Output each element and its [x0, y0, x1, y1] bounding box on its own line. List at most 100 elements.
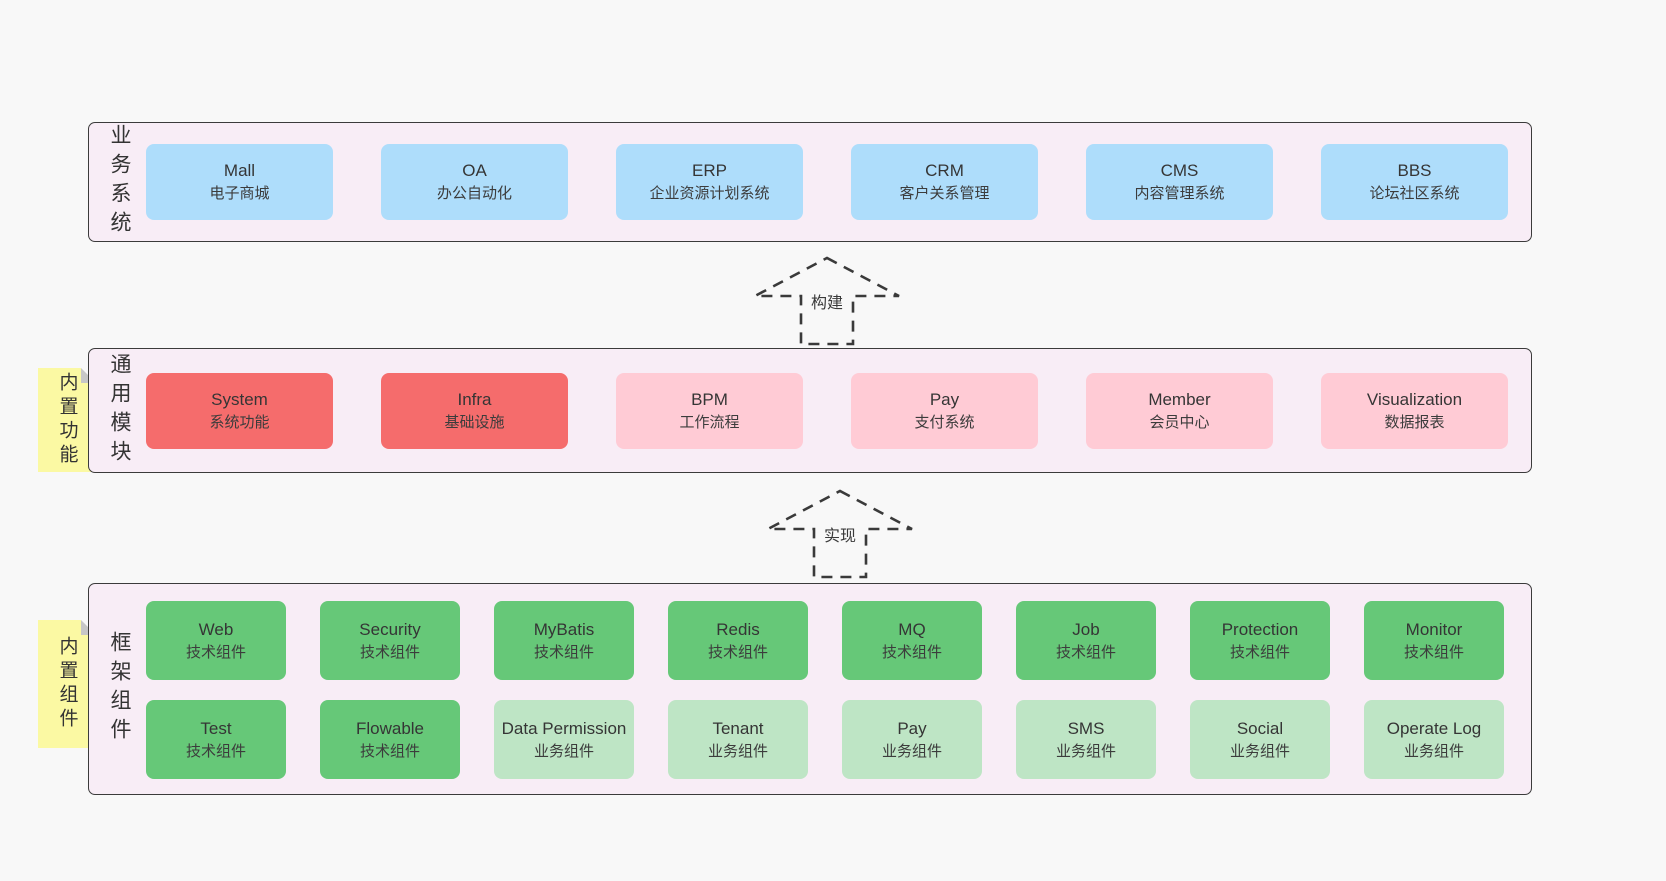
- sticky-note-built-in-features: 内置功能: [38, 368, 96, 472]
- box-title: SMS: [1067, 718, 1105, 738]
- box-title: Job: [1072, 619, 1100, 639]
- box-subtitle: 业务组件: [1403, 742, 1464, 760]
- box-web: Web 技术组件: [146, 601, 286, 680]
- box-subtitle: 技术组件: [881, 643, 942, 661]
- box-title: CMS: [1160, 161, 1199, 180]
- box-flowable: Flowable 技术组件: [320, 700, 460, 779]
- box-subtitle: 技术组件: [185, 643, 246, 661]
- box-title: Tenant: [712, 718, 764, 738]
- box-data-permission: Data Permission 业务组件: [494, 700, 634, 779]
- box-cms: CMS 内容管理系统: [1086, 144, 1273, 220]
- box-title: Infra: [457, 389, 492, 409]
- box-title: Redis: [716, 619, 760, 639]
- box-subtitle: 内容管理系统: [1134, 185, 1225, 202]
- section-title-vertical: 通用模块: [108, 352, 131, 469]
- box-title: Monitor: [1405, 619, 1463, 639]
- box-subtitle: 技术组件: [359, 742, 420, 760]
- box-visualization: Visualization 数据报表: [1321, 372, 1508, 449]
- section-business-systems: 业务系统 Mall 电子商城 OA 办公自动化 ERP 企业资源计划系统 CRM…: [88, 122, 1532, 242]
- box-title: Flowable: [355, 718, 425, 738]
- box-title: MyBatis: [533, 619, 595, 639]
- box-subtitle: 办公自动化: [436, 185, 512, 202]
- up-arrow-icon: [767, 489, 913, 579]
- up-arrow-icon: [754, 256, 900, 346]
- box-title: Protection: [1221, 619, 1299, 639]
- box-title: CRM: [925, 161, 964, 180]
- section-common-modules: 通用模块 System 系统功能 Infra 基础设施 BPM 工作流程 Pay…: [88, 348, 1532, 473]
- box-title: ERP: [692, 161, 727, 180]
- box-title: Social: [1236, 718, 1284, 738]
- box-pay-module: Pay 支付系统: [851, 372, 1038, 449]
- box-mybatis: MyBatis 技术组件: [494, 601, 634, 680]
- box-pay-component: Pay 业务组件: [842, 700, 982, 779]
- box-subtitle: 技术组件: [359, 643, 420, 661]
- box-title: Security: [359, 619, 421, 639]
- box-infra: Infra 基础设施: [381, 372, 568, 449]
- sticky-note-label: 内置组件: [56, 636, 78, 732]
- box-title: Member: [1148, 389, 1211, 409]
- box-title: Visualization: [1366, 389, 1463, 409]
- box-member: Member 会员中心: [1086, 372, 1273, 449]
- box-redis: Redis 技术组件: [668, 601, 808, 680]
- box-security: Security 技术组件: [320, 601, 460, 680]
- box-title: Web: [198, 619, 234, 639]
- box-oa: OA 办公自动化: [381, 144, 568, 220]
- modules-box-row: System 系统功能 Infra 基础设施 BPM 工作流程 Pay 支付系统…: [146, 372, 1508, 449]
- box-crm: CRM 客户关系管理: [851, 144, 1038, 220]
- components-row-2: Test 技术组件 Flowable 技术组件 Data Permission …: [146, 700, 1504, 779]
- box-job: Job 技术组件: [1016, 601, 1156, 680]
- business-box-row: Mall 电子商城 OA 办公自动化 ERP 企业资源计划系统 CRM 客户关系…: [146, 144, 1508, 220]
- arrow-label: 实现: [820, 521, 860, 547]
- box-subtitle: 客户关系管理: [899, 185, 990, 202]
- section-title-vertical: 业务系统: [108, 124, 131, 240]
- box-subtitle: 业务组件: [533, 742, 594, 760]
- box-title: MQ: [898, 619, 926, 639]
- box-title: BPM: [691, 389, 728, 409]
- box-subtitle: 技术组件: [533, 643, 594, 661]
- section-title-vertical: 框架组件: [108, 631, 131, 747]
- box-monitor: Monitor 技术组件: [1364, 601, 1504, 680]
- box-subtitle: 技术组件: [707, 643, 768, 661]
- box-subtitle: 业务组件: [1229, 742, 1290, 760]
- box-tenant: Tenant 业务组件: [668, 700, 808, 779]
- box-title: Operate Log: [1386, 718, 1482, 738]
- box-subtitle: 技术组件: [1055, 643, 1116, 661]
- box-title: Data Permission: [501, 718, 627, 738]
- arrow-label: 构建: [807, 288, 847, 314]
- box-subtitle: 系统功能: [209, 413, 270, 431]
- box-test: Test 技术组件: [146, 700, 286, 779]
- sticky-note-label: 内置功能: [56, 372, 78, 468]
- box-subtitle: 支付系统: [914, 413, 975, 431]
- section-framework-components: 框架组件 Web 技术组件 Security 技术组件 MyBatis 技术组件…: [88, 583, 1532, 795]
- box-title: Pay: [929, 389, 960, 409]
- box-subtitle: 会员中心: [1149, 413, 1210, 431]
- box-erp: ERP 企业资源计划系统: [616, 144, 803, 220]
- box-subtitle: 基础设施: [444, 413, 505, 431]
- box-mall: Mall 电子商城: [146, 144, 333, 220]
- box-bpm: BPM 工作流程: [616, 372, 803, 449]
- dashed-up-arrow-build: 构建: [752, 255, 902, 347]
- box-bbs: BBS 论坛社区系统: [1321, 144, 1508, 220]
- box-subtitle: 业务组件: [707, 742, 768, 760]
- box-title: Pay: [897, 718, 927, 738]
- box-protection: Protection 技术组件: [1190, 601, 1330, 680]
- box-subtitle: 企业资源计划系统: [649, 185, 770, 202]
- box-subtitle: 业务组件: [1055, 742, 1116, 760]
- box-subtitle: 数据报表: [1384, 413, 1445, 431]
- box-title: Mall: [223, 161, 256, 180]
- box-subtitle: 电子商城: [209, 185, 270, 202]
- components-row-1: Web 技术组件 Security 技术组件 MyBatis 技术组件 Redi…: [146, 601, 1504, 680]
- box-title: OA: [462, 161, 487, 180]
- box-subtitle: 业务组件: [881, 742, 942, 760]
- box-subtitle: 论坛社区系统: [1369, 185, 1460, 202]
- box-social: Social 业务组件: [1190, 700, 1330, 779]
- box-title: BBS: [1397, 161, 1432, 180]
- box-subtitle: 技术组件: [1403, 643, 1464, 661]
- box-subtitle: 工作流程: [679, 413, 740, 431]
- box-mq: MQ 技术组件: [842, 601, 982, 680]
- box-title: System: [211, 389, 268, 409]
- box-subtitle: 技术组件: [1229, 643, 1290, 661]
- box-sms: SMS 业务组件: [1016, 700, 1156, 779]
- box-system: System 系统功能: [146, 372, 333, 449]
